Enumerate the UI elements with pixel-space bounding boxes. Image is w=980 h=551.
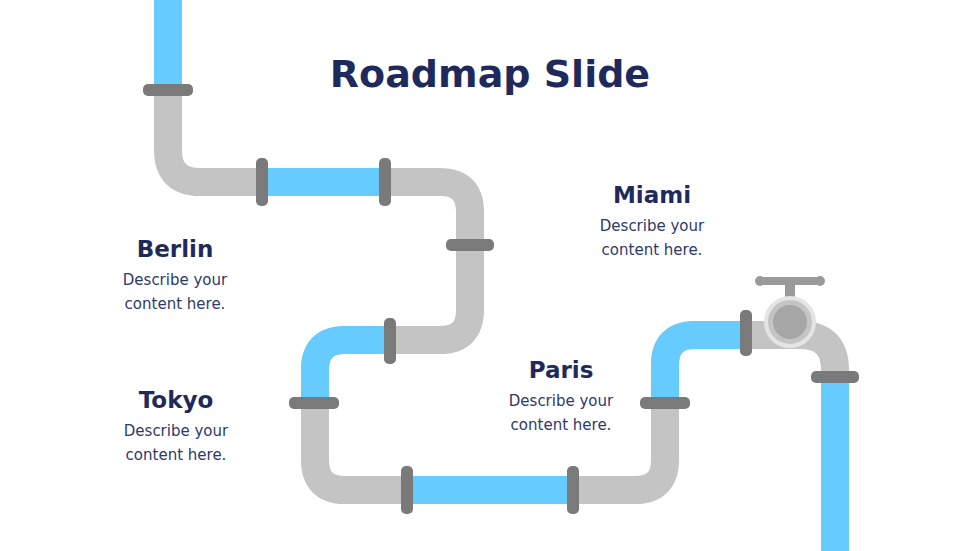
city-group: TokyoDescribe your content here.: [86, 385, 266, 467]
city-group: BerlinDescribe your content here.: [85, 234, 265, 316]
city-heading: Paris: [471, 355, 651, 385]
city-group: MiamiDescribe your content here.: [562, 180, 742, 262]
slide-title: Roadmap Slide: [0, 52, 980, 96]
city-description: Describe your content here.: [582, 214, 722, 262]
city-heading: Tokyo: [86, 385, 266, 415]
city-description: Describe your content here.: [105, 268, 245, 316]
city-group: ParisDescribe your content here.: [471, 355, 651, 437]
city-heading: Miami: [562, 180, 742, 210]
city-description: Describe your content here.: [491, 389, 631, 437]
city-description: Describe your content here.: [106, 419, 246, 467]
city-heading: Berlin: [85, 234, 265, 264]
